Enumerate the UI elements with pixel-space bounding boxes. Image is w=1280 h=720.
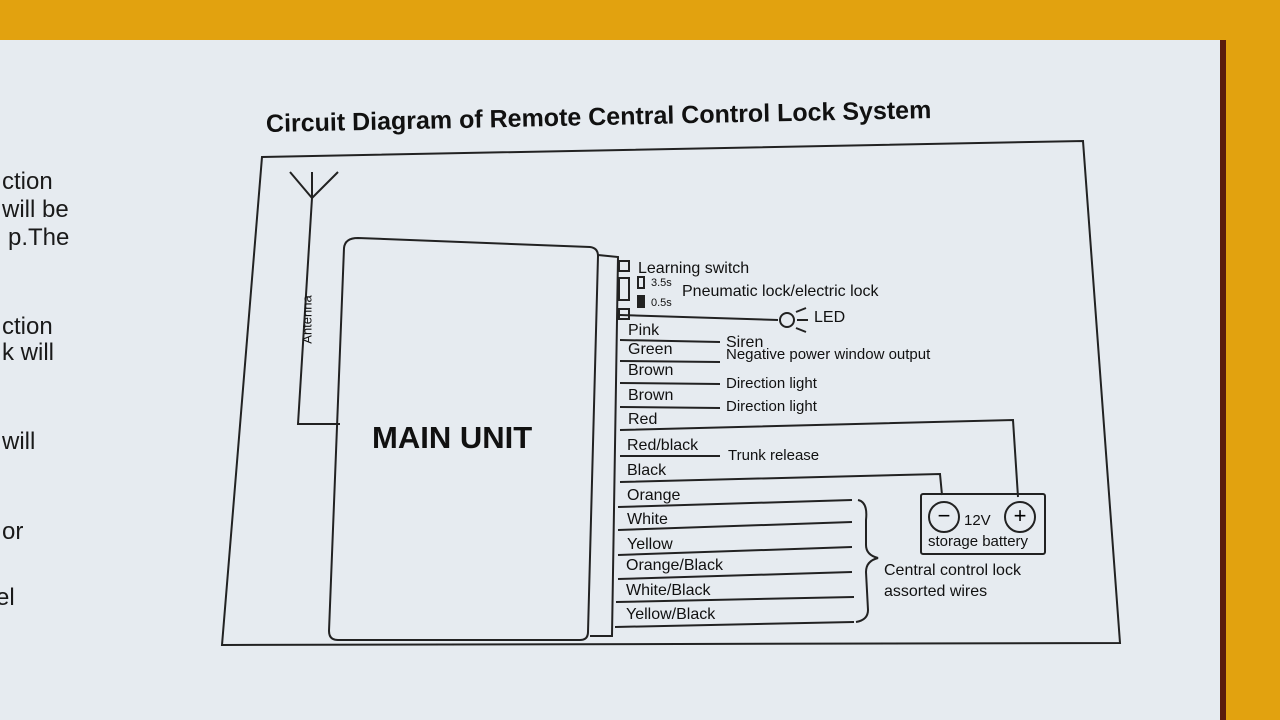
function-trunk: Trunk release	[728, 447, 820, 464]
led-label: LED	[814, 309, 846, 326]
function-central-lock-1: Central control lock	[884, 562, 1021, 579]
wire-brown-1: Brown	[628, 362, 674, 379]
wire-yellow: Yellow	[627, 536, 673, 553]
left-text-line-2: will be	[2, 196, 69, 223]
wire-green: Green	[628, 341, 673, 358]
function-siren: Siren	[726, 334, 764, 351]
left-text-line-1: ction	[2, 168, 53, 195]
wire-red: Red	[628, 411, 658, 428]
connector-strip	[590, 254, 620, 637]
storage-battery: − + 12V storage battery	[920, 493, 1046, 555]
learning-switch-label: Learning switch	[638, 260, 750, 277]
wire-brace	[855, 499, 879, 623]
battery-voltage: 12V	[964, 512, 991, 529]
jumper-option-a: 3.5s	[651, 277, 672, 289]
battery-minus-icon: −	[928, 501, 960, 533]
wire-white: White	[627, 511, 668, 528]
wire-pink: Pink	[628, 322, 660, 339]
wire-black: Black	[627, 462, 667, 479]
antenna-label: Antenna	[299, 295, 315, 344]
jumper-option-b: 0.5s	[651, 297, 672, 309]
left-text-line-5: k will	[2, 339, 54, 366]
function-direction-1: Direction light	[726, 375, 817, 392]
wire-orange: Orange	[627, 487, 681, 504]
battery-plus-icon: +	[1004, 501, 1036, 533]
left-text-line-6: will	[2, 428, 36, 455]
wire-white-black: White/Black	[626, 582, 711, 599]
wire-red-black: Red/black	[627, 437, 699, 454]
instruction-sheet	[0, 40, 1220, 720]
jumper-label: Pneumatic lock/electric lock	[682, 283, 879, 300]
function-direction-2: Direction light	[726, 398, 817, 415]
battery-label: storage battery	[928, 533, 1029, 550]
wire-brown-2: Brown	[628, 387, 674, 404]
wire-yellow-black: Yellow/Black	[626, 606, 716, 623]
antenna-wire	[296, 197, 340, 425]
left-text-line-4: ction	[2, 313, 53, 340]
main-unit-box	[327, 236, 600, 641]
left-text-line-7: or	[2, 518, 24, 545]
function-central-lock-2: assorted wires	[884, 583, 988, 600]
diagram-frame	[220, 139, 1122, 647]
left-text-line-3: p.The	[8, 224, 70, 251]
main-unit-label: MAIN UNIT	[372, 420, 533, 455]
wire-orange-black: Orange/Black	[626, 557, 723, 574]
antenna-tip	[289, 171, 339, 199]
left-text-line-8: el	[0, 584, 15, 611]
function-window: Negative power window output	[726, 346, 931, 363]
